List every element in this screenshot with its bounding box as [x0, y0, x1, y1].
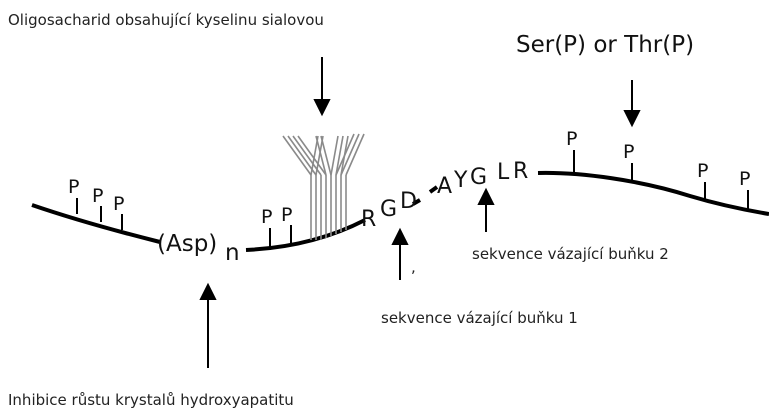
binding-seq-1-label: sekvence vázající buňku 1 — [381, 309, 578, 327]
binding-seq-2-label: sekvence vázající buňku 2 — [472, 245, 669, 263]
residue-a: A — [437, 174, 452, 199]
residue-g1: G — [380, 197, 397, 222]
arrow-ser-thr — [623, 80, 641, 128]
residue-d1: D — [400, 189, 417, 214]
inhibition-label: Inhibice růstu krystalů hydroxyapatitu — [8, 391, 294, 409]
phosphate-label: P — [739, 168, 750, 190]
asp-label: (Asp) — [157, 231, 217, 257]
oligosaccharide-label: Oligosacharid obsahující kyselinu sialov… — [8, 11, 324, 29]
phosphate-label: P — [281, 204, 292, 226]
arrow-oligosaccharide — [313, 57, 331, 117]
backbone-right — [537, 170, 769, 216]
phosphate-ticks — [76, 150, 749, 250]
phosphate-label: P — [566, 128, 577, 150]
stray-mark: , — [411, 258, 416, 276]
backbone-middle — [245, 218, 366, 252]
arrow-binding-seq-2 — [477, 187, 495, 232]
phosphate-label: P — [261, 206, 272, 228]
phosphate-label: P — [623, 141, 634, 163]
phosphate-label: P — [92, 185, 103, 207]
asp-subscript: n — [225, 240, 240, 266]
backbone-link-1 — [412, 198, 421, 206]
arrow-binding-seq-1 — [391, 227, 409, 280]
arrow-inhibition — [199, 282, 217, 368]
residue-r2: R — [513, 159, 528, 184]
arrows — [199, 57, 641, 368]
ser-thr-label: Ser(P) or Thr(P) — [516, 32, 694, 58]
phosphate-label: P — [697, 160, 708, 182]
residue-y: Y — [453, 168, 468, 193]
residue-l: L — [497, 160, 510, 185]
oligosaccharide-tree — [282, 133, 365, 240]
residue-r1: R — [361, 207, 376, 232]
backbone-link-2 — [428, 185, 439, 194]
residue-g2: G — [470, 165, 487, 190]
phosphate-label: P — [113, 193, 124, 215]
backbone-left — [31, 203, 161, 244]
phosphate-label: P — [68, 176, 79, 198]
